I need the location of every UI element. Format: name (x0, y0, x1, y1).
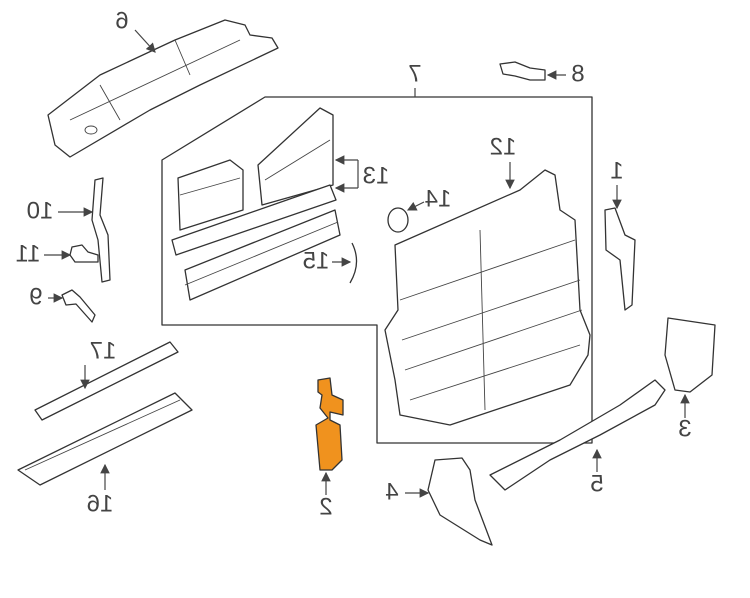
part-8-pin[interactable] (499, 61, 546, 81)
part-4-deflector[interactable] (427, 457, 493, 546)
label-14: 14 (425, 185, 452, 212)
assembly-7-outline (161, 96, 593, 444)
part-15-seal[interactable] (349, 242, 358, 284)
label-17: 17 (90, 337, 117, 364)
label-1: 1 (610, 157, 623, 184)
label-12: 12 (490, 133, 517, 160)
part-6-cover[interactable] (47, 19, 279, 158)
part-5-deflector[interactable] (489, 379, 666, 491)
label-16: 16 (87, 490, 114, 517)
part-11-clip[interactable] (69, 244, 99, 263)
part-14-clip[interactable] (387, 207, 409, 233)
label-8: 8 (571, 60, 584, 87)
leader-lines (44, 29, 690, 498)
label-4: 4 (385, 478, 398, 505)
label-10: 10 (27, 197, 54, 224)
label-3: 3 (678, 415, 691, 442)
label-2: 2 (319, 493, 332, 520)
part-3-bracket[interactable] (664, 317, 716, 393)
label-11: 11 (16, 240, 41, 267)
part-16-seal[interactable] (17, 392, 193, 486)
part-9-bolt[interactable] (61, 289, 96, 323)
part-12-grille-shutter[interactable] (384, 169, 591, 426)
part-17-seal[interactable] (34, 341, 179, 421)
part-10-bracket[interactable] (91, 177, 111, 283)
label-13: 13 (363, 162, 390, 189)
label-5: 5 (590, 470, 603, 497)
label-15: 15 (303, 247, 330, 274)
label-9: 9 (29, 283, 42, 310)
part-13-deflectors[interactable] (171, 107, 341, 301)
part-1-bracket[interactable] (604, 207, 636, 311)
part-labels: 6 7 8 12 13 14 15 1 10 11 9 17 16 2 4 5 … (16, 7, 692, 520)
label-6: 6 (115, 7, 128, 34)
part-2-bracket-highlighted[interactable] (315, 377, 344, 471)
label-7: 7 (408, 60, 421, 87)
